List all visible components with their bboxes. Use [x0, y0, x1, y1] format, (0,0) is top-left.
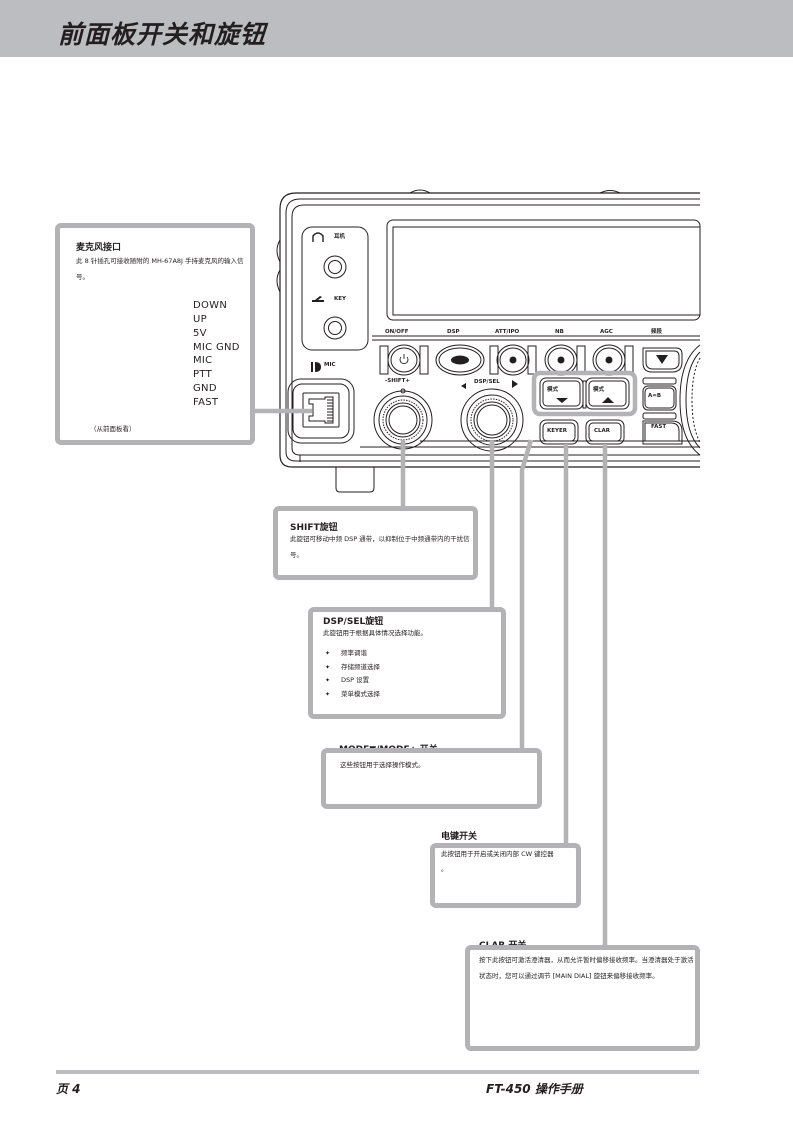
- fast-button[interactable]: FAST: [651, 424, 667, 430]
- keyer-switch-description: 此按钮用于开启或关闭内部 CW 键控器: [441, 850, 554, 858]
- main-dial-edge: [679, 344, 701, 456]
- a-eq-b-button-outline: [642, 385, 677, 411]
- mode-up-triangle: [602, 397, 614, 403]
- mode-down-button[interactable]: 模式: [547, 387, 559, 393]
- fast-button-outline: [642, 420, 683, 445]
- dsp-sel-function-list: 频率调谐 存储频道选择 DSP 设置 菜单模式选择: [323, 647, 503, 701]
- case-foot: [335, 467, 375, 493]
- headphone-icon: [312, 232, 324, 242]
- dsp-label: DSP: [447, 329, 460, 335]
- display-window: [386, 219, 701, 321]
- phones-label: 耳机: [334, 234, 346, 240]
- agc-label: AGC: [600, 329, 613, 335]
- dsp-sel-left-arrow: [461, 383, 466, 389]
- shift-knob-label: -SHIFT+: [385, 378, 411, 384]
- phones-key-panel: [301, 226, 369, 351]
- dsp-sel-title: DSP/SEL旋钮: [323, 617, 384, 627]
- manual-title: FT-450 操作手册: [486, 1082, 583, 1096]
- list-item: 存储频道选择: [323, 661, 503, 675]
- pin-label-down: DOWN: [193, 300, 228, 311]
- shift-knob-title: SHIFT旋钮: [290, 523, 338, 533]
- pin-label-mic-gnd: MIC GND: [193, 342, 240, 353]
- dsp-sel-right-arrow: [512, 380, 518, 388]
- dsp-sel-callout: DSP/SEL旋钮 此旋钮用于根据具体情况选择功能。 频率调谐 存储频道选择 D…: [308, 607, 506, 719]
- power-icon: [399, 354, 409, 365]
- mode-buttons-highlight: [531, 370, 638, 417]
- list-item: 频率调谐: [323, 647, 503, 661]
- keyer-switch-title: 电键开关: [441, 832, 478, 842]
- pin-label-ptt: PTT: [193, 369, 212, 380]
- pin-label-fast: FAST: [193, 397, 219, 408]
- dsp-sel-knob-label: DSP/SEL: [474, 379, 500, 385]
- page-title: 前面板开关和旋钮: [58, 20, 267, 49]
- keyer-button[interactable]: KEYER: [547, 428, 567, 434]
- key-jack: [323, 316, 347, 340]
- list-item: DSP 设置: [323, 674, 503, 688]
- pin-label-mic: MIC: [193, 355, 213, 366]
- att-ipo-label: ATT/IPO: [495, 329, 520, 335]
- leader-mode: [519, 439, 534, 750]
- clar-switch-callout: 按下此按钮可激活澄清器，从而允许暂时偏移接收频率。当澄清器处于激活状态时，您可以…: [465, 945, 700, 1051]
- nb-label: NB: [555, 329, 564, 335]
- keyer-switch-callout: 此按钮用于开启或关闭内部 CW 键控器 。: [430, 843, 581, 908]
- clar-button[interactable]: CLAR: [594, 428, 611, 434]
- shift-knob-callout: SHIFT旋钮 此旋钮可移动中频 DSP 通带，以抑制位于中频通带内的干扰信号。: [273, 506, 478, 580]
- mode-switch-description: 这些按钮用于选择操作模式。: [340, 761, 425, 769]
- mode-switch-callout: 这些按钮用于选择操作模式。: [321, 748, 542, 809]
- mode-down-triangle: [556, 398, 568, 403]
- footer-rule: [56, 1070, 699, 1074]
- mic-jack-caption: （从前面板看）: [90, 425, 136, 433]
- key-icon: [312, 296, 324, 302]
- mic-icon: [311, 362, 321, 372]
- dsp-sel-knob: [460, 388, 524, 452]
- list-item: 菜单模式选择: [323, 688, 503, 702]
- band-label: 频段: [651, 329, 663, 335]
- keyer-switch-description-cont: 。: [441, 865, 448, 873]
- case-outline: [279, 192, 700, 468]
- pin-label-up: UP: [193, 314, 207, 325]
- dsp-sel-description: 此旋钮用于根据具体情况选择功能。: [323, 629, 427, 637]
- band-down-triangle: [656, 355, 668, 364]
- clar-switch-description: 按下此按钮可激活澄清器，从而允许暂时偏移接收频率。当澄清器处于激活状态时，您可以…: [479, 956, 694, 980]
- on-off-label: ON/OFF: [385, 329, 409, 335]
- mode-up-button[interactable]: 模式: [593, 387, 605, 393]
- page-number: 页 4: [56, 1082, 81, 1096]
- mic-jack-callout: 麦克风接口 此 8 针插孔可接收随附的 MH-67A8J 手持麦克风的输入信号。…: [55, 223, 255, 445]
- shift-knob-description: 此旋钮可移动中频 DSP 通带，以抑制位于中频通带内的干扰信号。: [290, 535, 470, 559]
- pin-label-gnd: GND: [193, 383, 217, 394]
- a-eq-b-button[interactable]: A=B: [648, 393, 662, 399]
- pin-label-5v: 5V: [193, 328, 207, 339]
- mic-jack-title: 麦克风接口: [76, 243, 122, 253]
- phones-jack: [323, 255, 347, 279]
- mic-label: MIC: [324, 362, 336, 368]
- dsp-button-dot: [451, 355, 469, 365]
- top-button-row: [379, 344, 683, 376]
- key-label: KEY: [334, 296, 347, 302]
- mic-jack-description: 此 8 针插孔可接收随附的 MH-67A8J 手持麦克风的输入信号。: [76, 257, 244, 281]
- header-band: [0, 0, 793, 57]
